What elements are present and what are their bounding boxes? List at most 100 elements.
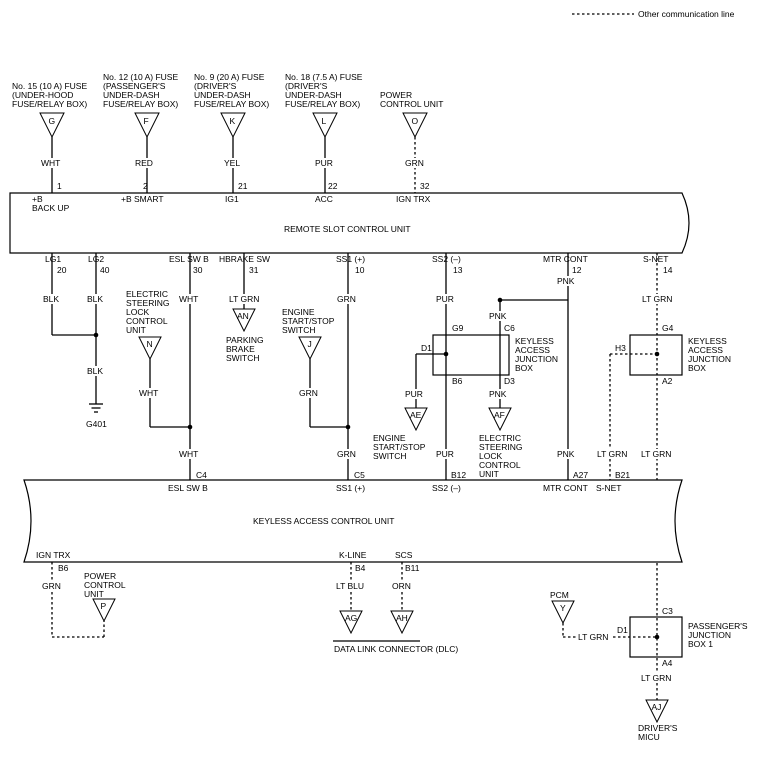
wire-label-pnk-mtr: PNK [557,276,575,286]
wire-label-grn-ss1: GRN [337,294,356,304]
svg-text:AN: AN [237,311,249,321]
svg-text:AF: AF [494,410,505,420]
svg-text:SWITCH: SWITCH [226,353,260,363]
parking-brake-switch-label: PARKING BRAKE SWITCH [226,335,264,363]
jb-pin-g4: G4 [662,323,674,333]
kacu-label-eslswb: ESL SW B [168,483,208,493]
kacu-label-ss1: SS1 (+) [336,483,365,493]
wire-label-pnk-esl: PNK [489,389,507,399]
splice-mtr [497,297,503,303]
svg-text:ENGINE: ENGINE [282,307,315,317]
svg-text:DRIVER'S: DRIVER'S [638,723,678,733]
ground-symbol [89,403,103,413]
rscu-pin-1: 1 [57,181,62,191]
jb-pin-a4: A4 [662,658,673,668]
svg-text:ACCESS: ACCESS [688,345,723,355]
svg-text:PARKING: PARKING [226,335,264,345]
wire-label-blk-lg2: BLK [87,294,103,304]
svg-text:ELECTRIC: ELECTRIC [479,433,521,443]
svg-text:FUSE/RELAY BOX): FUSE/RELAY BOX) [194,99,269,109]
engine-switch-top-label: ENGINE START/STOP SWITCH [282,307,335,335]
jb-pin-h3: H3 [615,343,626,353]
svg-text:CONTROL: CONTROL [479,460,521,470]
svg-text:(DRIVER'S: (DRIVER'S [194,81,237,91]
jb-pin-b6: B6 [452,376,463,386]
rscu-pin-14: 14 [663,265,673,275]
kacu-label-ss2: SS2 (–) [432,483,461,493]
splice-lg [93,332,99,338]
svg-text:UNIT: UNIT [126,325,146,335]
rscu-pin-20: 20 [57,265,67,275]
svg-text:K: K [230,116,236,126]
svg-text:LOCK: LOCK [126,307,149,317]
svg-text:ENGINE: ENGINE [373,433,406,443]
wire-label-pnk-kacu: PNK [557,449,575,459]
rscu-pin-32: 32 [420,181,430,191]
rscu-pin-10: 10 [355,265,365,275]
rscu-backup-line2: BACK UP [32,203,70,213]
svg-text:JUNCTION: JUNCTION [688,354,731,364]
dlc-label: DATA LINK CONNECTOR (DLC) [334,644,458,654]
svg-text:BOX: BOX [515,363,533,373]
connector-AG: AG [339,610,363,635]
svg-text:AJ: AJ [652,702,662,712]
fuse-12-label: No. 12 (10 A) FUSE (PASSENGER'S UNDER-DA… [103,72,178,109]
esl-control-unit-label: ELECTRIC STEERING LOCK CONTROL UNIT [126,289,169,335]
svg-text:AG: AG [345,613,357,623]
svg-text:SWITCH: SWITCH [373,451,407,461]
wire-label-wht-esl: WHT [139,388,158,398]
kacu-label-igntrx: IGN TRX [36,550,71,560]
svg-text:G: G [49,116,56,126]
svg-text:JUNCTION: JUNCTION [515,354,558,364]
wire-label-blk-lg1: BLK [43,294,59,304]
wire-label-grn-engine: GRN [299,388,318,398]
connector-AJ: AJ [645,699,669,724]
wire-label-ltgrn-hbrake: LT GRN [229,294,259,304]
svg-text:UNIT: UNIT [479,469,499,479]
rscu-label-smart: +B SMART [121,194,164,204]
passengers-junction-box-label: PASSENGER'S JUNCTION BOX 1 [688,621,748,649]
jb-pin-c6: C6 [504,323,515,333]
power-control-unit-bottom-label: POWER CONTROL UNIT [84,571,126,599]
svg-text:UNIT: UNIT [84,589,104,599]
svg-text:(UNDER-HOOD: (UNDER-HOOD [12,90,73,100]
jb-pin-g9: G9 [452,323,464,333]
svg-text:F: F [144,116,149,126]
svg-text:FUSE/RELAY BOX): FUSE/RELAY BOX) [103,99,178,109]
wire-label-ltgrn-h3: LT GRN [597,449,627,459]
keyless-junction-box-a-label: KEYLESS ACCESS JUNCTION BOX [515,336,558,373]
svg-text:BRAKE: BRAKE [226,344,255,354]
svg-text:BOX 1: BOX 1 [688,639,713,649]
rscu-backup-line1: +B [32,194,43,204]
connector-AN: AN [232,308,256,333]
wire-label-grn-kacu: GRN [337,449,356,459]
connector-K: K [220,112,246,139]
svg-text:No. 15 (10 A) FUSE: No. 15 (10 A) FUSE [12,81,87,91]
connector-AE: AE [404,407,428,432]
kacu-pin-a27: A27 [573,470,588,480]
kacu-title: KEYLESS ACCESS CONTROL UNIT [253,516,394,526]
wire-label-ltgrn-snet: LT GRN [642,294,672,304]
keyless-access-control-unit-box [23,479,683,563]
svg-text:AH: AH [396,613,408,623]
svg-text:Y: Y [560,603,566,613]
svg-text:ELECTRIC: ELECTRIC [126,289,168,299]
fuse-15-label: No. 15 (10 A) FUSE (UNDER-HOOD FUSE/RELA… [12,81,87,109]
svg-text:FUSE/RELAY BOX): FUSE/RELAY BOX) [12,99,87,109]
wire-label-pur-ss2: PUR [436,294,454,304]
svg-text:FUSE/RELAY BOX): FUSE/RELAY BOX) [285,99,360,109]
svg-text:POWER: POWER [84,571,116,581]
wire-label-pur-engine: PUR [405,389,423,399]
rscu-pin-30: 30 [193,265,203,275]
rscu-pin-12: 12 [572,265,582,275]
wire-label-grn-igntrx: GRN [42,581,61,591]
drivers-micu-label: DRIVER'S MICU [638,723,678,742]
jb-pin-c3: C3 [662,606,673,616]
wire-label-blk-ground: BLK [87,366,103,376]
rscu-pin-31: 31 [249,265,259,275]
rscu-label-lg1: LG1 [45,254,61,264]
wire-label-ltgrn-a2: LT GRN [641,449,671,459]
kacu-pin-b6: B6 [58,563,69,573]
rscu-label-igntrx: IGN TRX [396,194,431,204]
